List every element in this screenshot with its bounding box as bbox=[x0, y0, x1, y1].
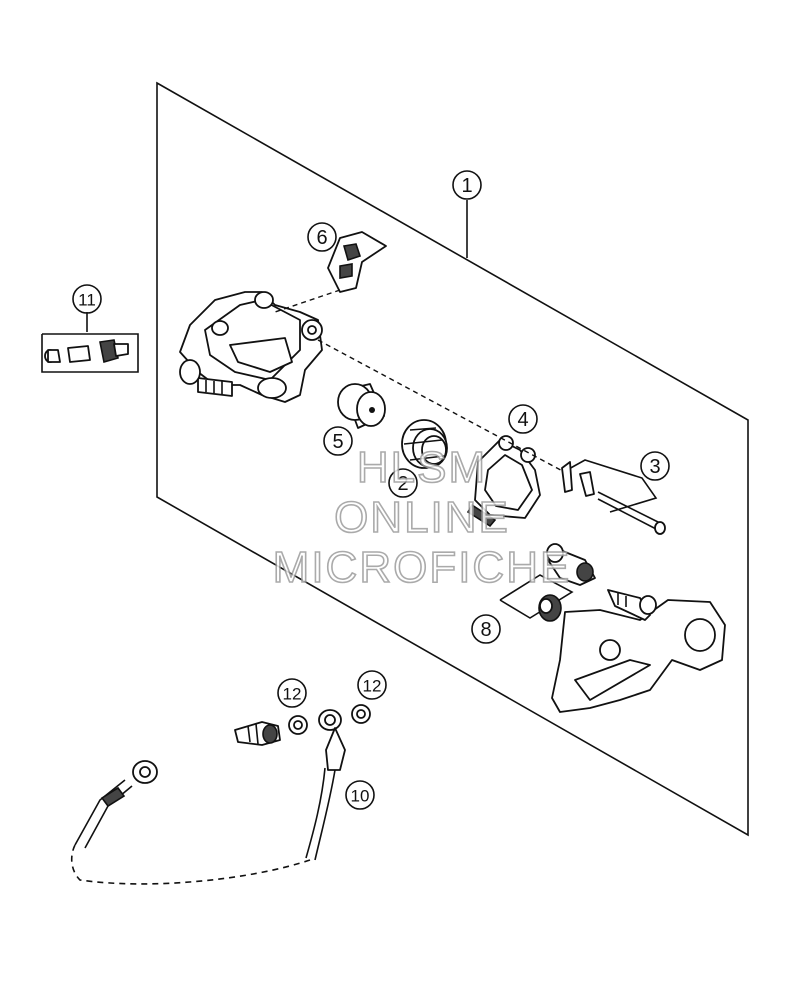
svg-text:ONLINE: ONLINE bbox=[334, 493, 510, 542]
callout-4: 4 bbox=[508, 404, 538, 434]
banjo-bolt bbox=[234, 721, 281, 746]
callout-6: 6 bbox=[307, 222, 337, 252]
callout-3: 3 bbox=[640, 451, 670, 481]
seal-part-2 bbox=[401, 419, 448, 469]
svg-text:3: 3 bbox=[649, 456, 660, 478]
copper-washer-left bbox=[288, 715, 308, 735]
callout-2: 2 bbox=[388, 468, 418, 498]
callout-11: 11 bbox=[72, 284, 102, 314]
brake-pads-part-4 bbox=[466, 435, 541, 528]
svg-text:12: 12 bbox=[283, 685, 302, 704]
callout-5: 5 bbox=[323, 426, 353, 456]
boot-part-8 bbox=[499, 574, 574, 622]
caliper-body bbox=[179, 291, 323, 403]
bleeder-kit-part-11 bbox=[41, 312, 139, 373]
svg-text:1: 1 bbox=[461, 175, 472, 197]
brake-hose-part-10 bbox=[70, 709, 346, 885]
assembly-panel-outline bbox=[156, 81, 749, 837]
callout-12-left: 12 bbox=[277, 678, 307, 708]
callout-1: 1 bbox=[452, 170, 482, 200]
assembly-axis bbox=[317, 339, 571, 476]
callout-8: 8 bbox=[471, 614, 501, 644]
pad-spring-part-6 bbox=[327, 231, 387, 293]
pad-pin-part-3 bbox=[561, 459, 666, 535]
svg-text:5: 5 bbox=[332, 431, 343, 453]
svg-text:10: 10 bbox=[351, 787, 370, 806]
copper-washer-right bbox=[351, 704, 371, 724]
svg-text:12: 12 bbox=[363, 677, 382, 696]
piston-part-5 bbox=[337, 383, 386, 429]
watermark: HLSM ONLINE MICROFICHE bbox=[272, 442, 572, 593]
svg-text:4: 4 bbox=[517, 409, 528, 431]
slide-pin bbox=[546, 543, 596, 586]
callout-10: 10 bbox=[345, 780, 375, 810]
svg-text:HLSM: HLSM bbox=[357, 443, 487, 492]
svg-text:2: 2 bbox=[397, 473, 408, 495]
svg-text:6: 6 bbox=[316, 227, 327, 249]
svg-text:8: 8 bbox=[480, 619, 491, 641]
caliper-bracket bbox=[551, 589, 726, 713]
svg-text:11: 11 bbox=[78, 291, 96, 310]
spring-leader bbox=[274, 289, 341, 313]
callout-12-right: 12 bbox=[357, 670, 387, 700]
svg-text:MICROFICHE: MICROFICHE bbox=[273, 543, 572, 592]
